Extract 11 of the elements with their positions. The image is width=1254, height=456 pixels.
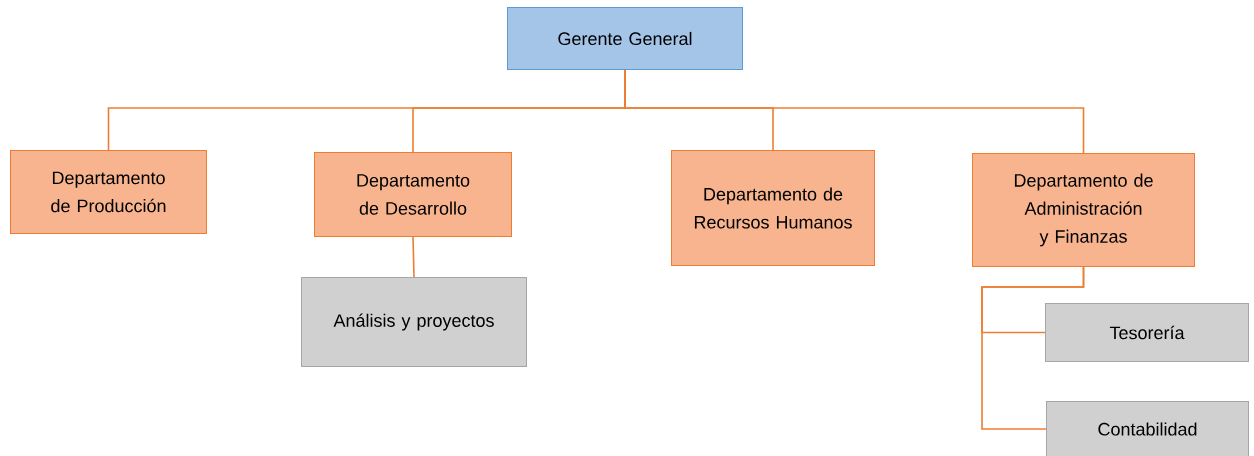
department-box: Departamento de Recursos Humanos: [671, 150, 875, 266]
connector: [981, 266, 1085, 430]
unit-box: Contabilidad: [1046, 401, 1249, 456]
unit-box: Tesorería: [1045, 303, 1249, 362]
department-box: Departamento de Administración y Finanzas: [972, 153, 1195, 267]
connector: [624, 69, 1085, 154]
department-box: Departamento de Desarrollo: [314, 152, 512, 237]
unit-box: Análisis y proyectos: [301, 277, 527, 367]
manager-box: Gerente General: [507, 7, 743, 70]
connector: [412, 236, 415, 278]
department-box: Departamento de Producción: [10, 150, 207, 234]
